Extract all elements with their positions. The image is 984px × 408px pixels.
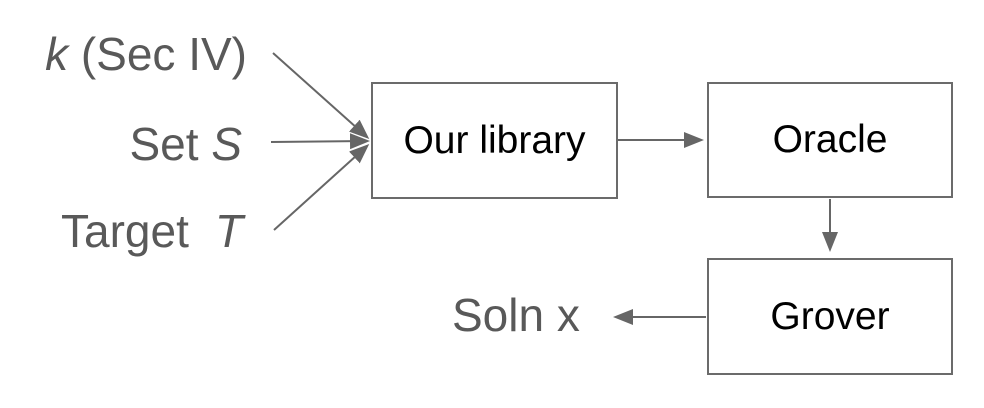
node-grover-label: Grover [770, 294, 890, 338]
input-label-set-italic: S [211, 118, 242, 170]
arrow-target-to-library [273, 143, 370, 231]
input-label-set-s: Set S [129, 121, 242, 167]
input-label-target-italic: T [214, 205, 243, 257]
node-oracle-label: Oracle [772, 118, 888, 161]
arrow-k-to-library [272, 52, 370, 139]
input-label-k-italic: k [45, 28, 69, 80]
output-label-soln-x: Soln x [452, 292, 580, 338]
input-label-target-t: Target T [61, 208, 243, 254]
node-our-library: Our library [371, 82, 618, 199]
input-label-set-regular: Set [129, 118, 212, 170]
input-label-k-sec-iv: k (Sec IV) [45, 31, 247, 77]
arrow-set-to-library [270, 133, 370, 150]
output-label-soln-x-text: Soln x [452, 289, 580, 341]
node-grover: Grover [707, 258, 953, 375]
input-label-k-regular: (Sec IV) [68, 28, 247, 80]
input-label-target-regular: Target [61, 205, 189, 257]
node-our-library-label: Our library [403, 118, 586, 162]
node-oracle: Oracle [707, 82, 953, 198]
